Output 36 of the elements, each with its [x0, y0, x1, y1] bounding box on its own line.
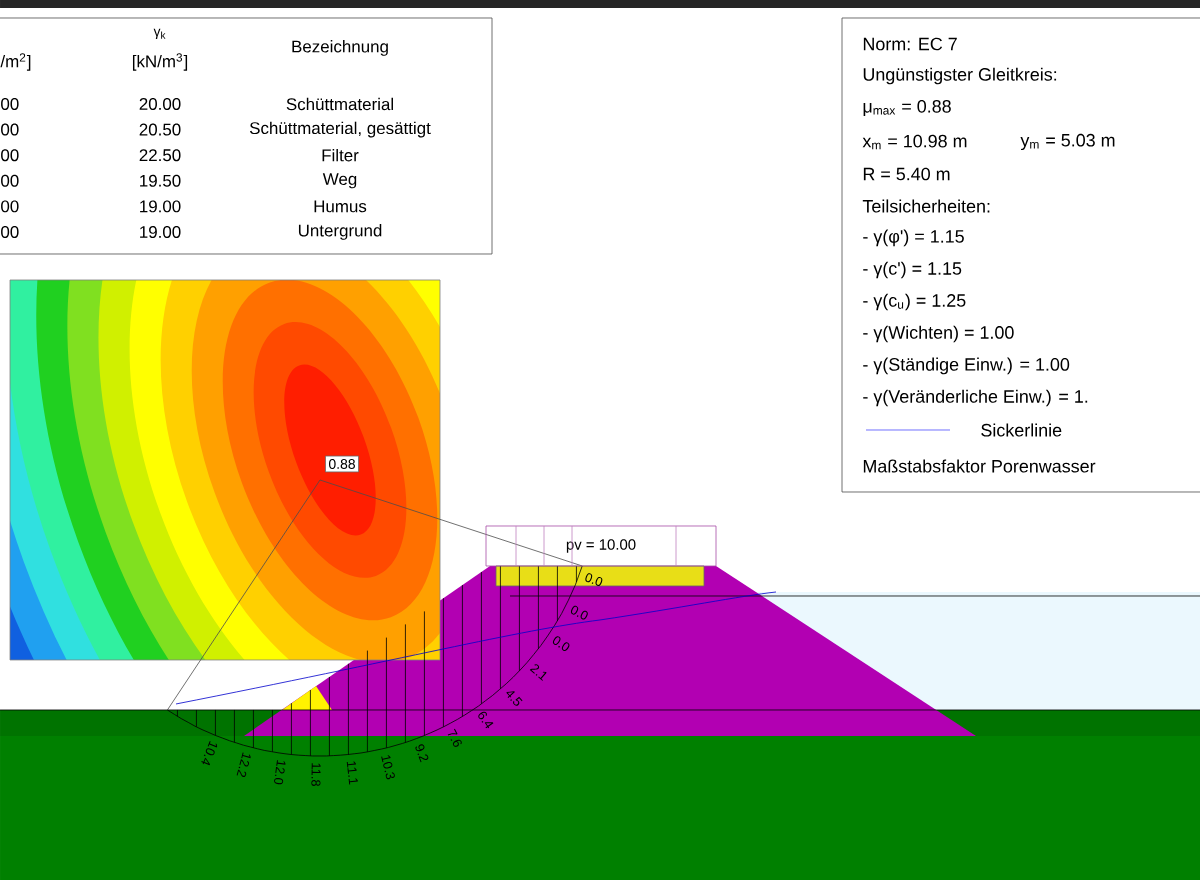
- table-cell: Schüttmaterial, gesättigt: [249, 121, 431, 138]
- info-text: R = 5.40 m: [863, 167, 950, 181]
- table-cell: 19.00: [140, 200, 181, 213]
- info-text: Ungünstigster Gleitkreis:: [863, 67, 1057, 85]
- table-cell: 00: [1, 226, 19, 238]
- table-cell: 00: [1, 200, 19, 213]
- info-text: - γ(Ständige Einw.) = 1.00: [863, 357, 1070, 375]
- info-text: - γ(Wichten) = 1.00: [863, 325, 1014, 343]
- info-text: Maßstabsfaktor Porenwasser: [863, 459, 1096, 473]
- info-text: Norm: EC 7: [863, 37, 957, 51]
- info-text: μ$_{max}$ = 0.88: [863, 100, 951, 116]
- table-cell: 00: [1, 123, 19, 136]
- table-cell: Weg: [322, 173, 357, 189]
- info-text: Teilsicherheiten:: [862, 199, 990, 213]
- table-cell: 19.00: [140, 226, 181, 238]
- info-text: - γ(c$_{u}$) = 1.25: [863, 293, 966, 311]
- table-cell: Humus: [314, 200, 367, 213]
- table-header: [kN/m$^{3}$]: [133, 53, 188, 71]
- info-text: - γ(φ') = 1.15: [863, 229, 964, 247]
- table-cell: 00: [1, 98, 19, 110]
- table-cell: 22.50: [139, 149, 181, 162]
- table-cell: Schüttmaterial: [286, 97, 393, 111]
- table-cell: 00: [1, 174, 19, 187]
- legend-label: Sickerlinie: [981, 423, 1062, 437]
- table-cell: Untergrund: [298, 224, 382, 240]
- info-text: y$_{m}$ = 5.03 m: [1020, 133, 1115, 151]
- table-header: Bezeichnung: [292, 40, 388, 56]
- table-cell: Filter: [322, 148, 359, 162]
- table-cell: 00: [1, 149, 19, 162]
- info-text: - γ(Veränderliche Einw.) = 1.: [863, 389, 1088, 407]
- info-text: - γ(c') = 1.15: [863, 261, 962, 279]
- table-cell: 19.50: [140, 174, 181, 187]
- table-cell: 20.50: [139, 123, 181, 136]
- table-header: /m$^{2}$]: [0, 53, 31, 71]
- info-text: x$_{m}$ = 10.98 m: [862, 134, 967, 150]
- table-cell: 20.00: [139, 98, 181, 110]
